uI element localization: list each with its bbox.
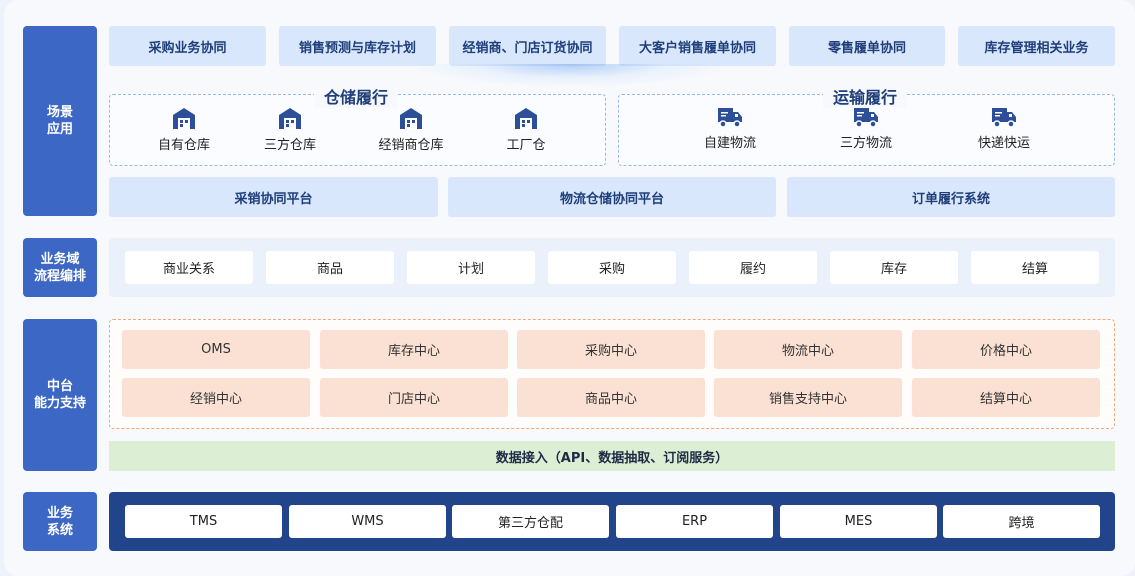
center-item[interactable]: 结算中心 [912, 378, 1100, 417]
center-item[interactable]: 门店中心 [320, 378, 508, 417]
side-label-scenario: 场景 应用 [23, 26, 97, 216]
warehouse-label: 经销商仓库 [378, 138, 444, 153]
transport-item[interactable]: 自建物流 [680, 106, 780, 151]
system-item[interactable]: 第三方仓配 [452, 505, 609, 538]
warehouse-icon [400, 108, 422, 129]
side-label-center: 中台 能力支持 [23, 319, 97, 471]
center-item[interactable]: 物流中心 [714, 330, 902, 369]
flow-item[interactable]: 商品 [266, 251, 394, 284]
transport-label: 快递快运 [977, 136, 1030, 151]
scenario-tab[interactable]: 大客户销售履单协同 [619, 26, 776, 66]
warehouse-label: 工厂仓 [506, 138, 546, 153]
system-item[interactable]: WMS [289, 505, 446, 538]
transport-label: 自建物流 [703, 136, 756, 151]
system-item[interactable]: MES [780, 505, 937, 538]
transport-item[interactable]: 快递快运 [954, 106, 1054, 151]
flow-item[interactable]: 库存 [830, 251, 958, 284]
center-item[interactable]: OMS [122, 330, 310, 369]
truck-icon [992, 108, 1016, 128]
platform-tab[interactable]: 物流仓储协同平台 [448, 177, 776, 217]
warehouse-icon [515, 108, 537, 129]
flow-item[interactable]: 结算 [971, 251, 1099, 284]
system-item[interactable]: TMS [125, 505, 282, 538]
scenario-tab[interactable]: 库存管理相关业务 [958, 26, 1115, 66]
warehousing-title: 仓储履行 [314, 84, 399, 108]
warehouse-icon [173, 108, 195, 129]
scenario-tab[interactable]: 采购业务协同 [109, 26, 266, 66]
flow-item[interactable]: 商业关系 [125, 251, 253, 284]
warehouse-item[interactable]: 经销商仓库 [361, 106, 461, 153]
truck-icon [854, 108, 878, 128]
warehouse-icon [279, 108, 301, 129]
center-item[interactable]: 采购中心 [517, 330, 705, 369]
flow-item[interactable]: 履约 [689, 251, 817, 284]
warehouse-item[interactable]: 自有仓库 [134, 106, 234, 153]
transport-item[interactable]: 三方物流 [816, 106, 916, 151]
system-item[interactable]: 跨境 [943, 505, 1100, 538]
warehouse-item[interactable]: 工厂仓 [476, 106, 576, 153]
highlight-glow [420, 64, 720, 86]
scenario-tab[interactable]: 经销商、门店订货协同 [449, 26, 606, 66]
transport-title: 运输履行 [823, 84, 908, 108]
center-item[interactable]: 销售支持中心 [714, 378, 902, 417]
center-item[interactable]: 经销中心 [122, 378, 310, 417]
flow-item[interactable]: 计划 [407, 251, 535, 284]
scenario-tab[interactable]: 零售履单协同 [789, 26, 945, 66]
side-label-systems: 业务 系统 [23, 492, 97, 551]
data-access-bar: 数据接入（API、数据抽取、订阅服务） [109, 441, 1115, 471]
warehouse-item[interactable]: 三方仓库 [240, 106, 340, 153]
scenario-tab[interactable]: 销售预测与库存计划 [279, 26, 436, 66]
system-item[interactable]: ERP [616, 505, 773, 538]
platform-tab[interactable]: 订单履行系统 [787, 177, 1115, 217]
center-item[interactable]: 库存中心 [320, 330, 508, 369]
transport-label: 三方物流 [839, 136, 892, 151]
side-label-flow: 业务域 流程编排 [23, 238, 97, 297]
warehouse-label: 三方仓库 [263, 138, 316, 153]
warehouse-label: 自有仓库 [157, 138, 210, 153]
platform-tab[interactable]: 采销协同平台 [109, 177, 438, 217]
truck-icon [718, 108, 742, 128]
flow-item[interactable]: 采购 [548, 251, 676, 284]
center-item[interactable]: 价格中心 [912, 330, 1100, 369]
center-item[interactable]: 商品中心 [517, 378, 705, 417]
